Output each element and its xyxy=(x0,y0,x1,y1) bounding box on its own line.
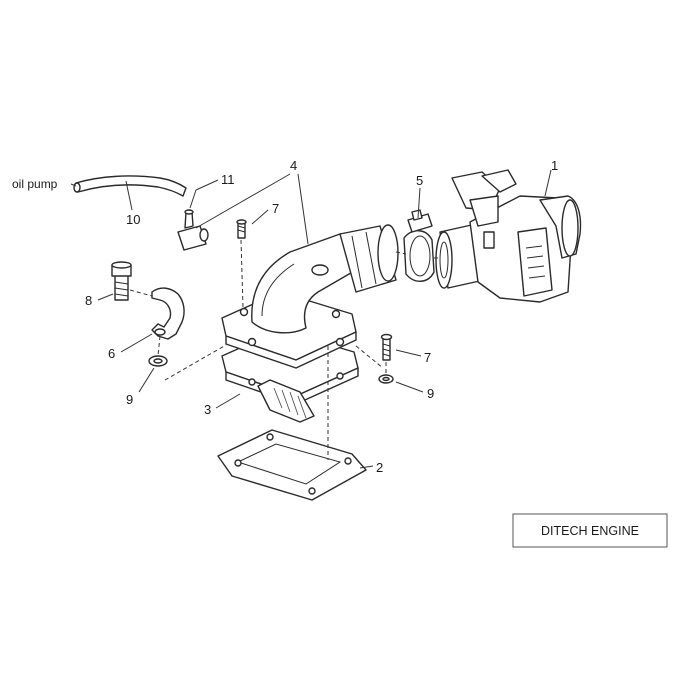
hose-clamp xyxy=(403,209,435,282)
leader-lines xyxy=(70,169,552,469)
gasket xyxy=(217,429,367,501)
callout-8: 8 xyxy=(85,293,92,308)
engine-type-box: DITECH ENGINE xyxy=(512,513,668,548)
callout-7-upper: 7 xyxy=(272,201,279,216)
callout-5: 5 xyxy=(416,173,423,188)
washer-left xyxy=(148,355,168,367)
oil-fitting xyxy=(177,209,209,251)
bolt-large xyxy=(111,261,132,301)
callout-9-left: 9 xyxy=(126,392,133,407)
callout-3: 3 xyxy=(204,402,211,417)
bracket xyxy=(151,287,185,340)
callout-9-right: 9 xyxy=(427,386,434,401)
engine-type-label: DITECH ENGINE xyxy=(541,524,639,538)
callout-10: 10 xyxy=(126,212,140,227)
callout-11: 11 xyxy=(221,172,235,187)
oil-pump-label: oil pump xyxy=(12,177,58,191)
assembly-lines xyxy=(129,239,440,460)
washer-right xyxy=(378,374,394,384)
callout-2: 2 xyxy=(376,460,383,475)
throttle-body xyxy=(435,169,582,303)
bolt-right xyxy=(380,333,393,361)
oil-hose xyxy=(73,175,187,197)
callout-4: 4 xyxy=(290,158,297,173)
callout-7-right: 7 xyxy=(424,350,431,365)
intake-manifold xyxy=(221,224,399,369)
callout-1: 1 xyxy=(551,158,558,173)
callout-6: 6 xyxy=(108,346,115,361)
bolt-upper xyxy=(236,219,247,239)
